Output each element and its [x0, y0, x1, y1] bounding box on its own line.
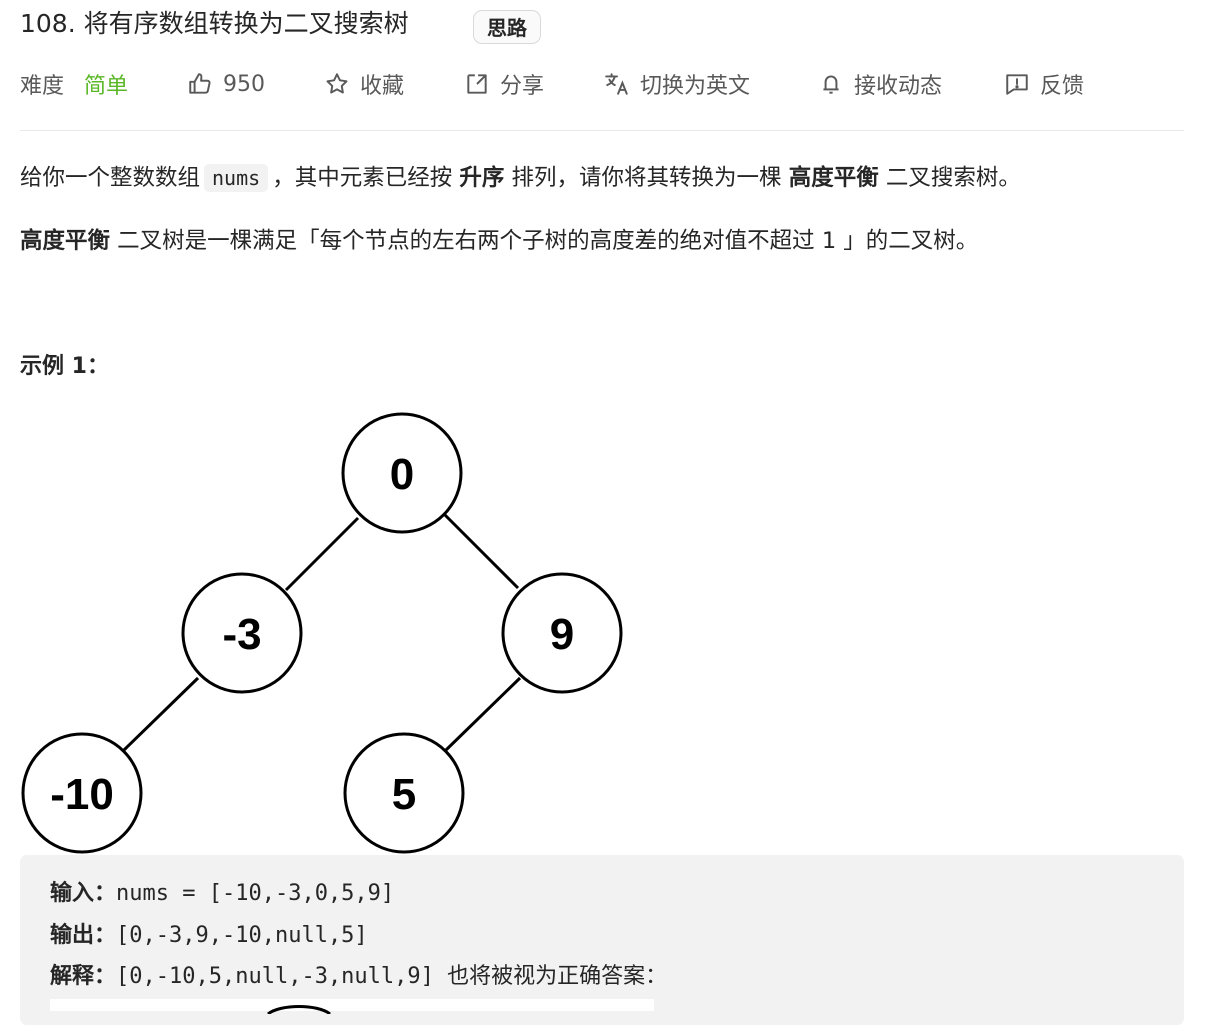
favorite-button[interactable]: 收藏: [324, 66, 404, 102]
difficulty-value: 简单: [84, 74, 129, 99]
inline-code-nums: nums: [204, 164, 269, 192]
share-icon: [464, 71, 490, 97]
input-label: 输入：: [50, 881, 117, 906]
problem-title: 108. 将有序数组转换为二叉搜索树: [20, 9, 409, 38]
like-button[interactable]: 950: [187, 66, 265, 102]
bold-text: 高度平衡: [788, 165, 879, 191]
example-input-line: 输入：nums = [-10,-3,0,5,9]: [50, 879, 394, 909]
thumb-up-icon: [187, 71, 213, 97]
subscribe-button[interactable]: 接收动态: [818, 66, 942, 102]
example-output-line: 输出：[0,-3,9,-10,null,5]: [50, 921, 368, 951]
hint-badge[interactable]: 思路: [473, 10, 541, 44]
text: ，其中元素已经按: [272, 165, 453, 191]
share-label: 分享: [500, 74, 545, 99]
tree-node-partial: [267, 1005, 331, 1016]
bell-icon: [818, 71, 844, 97]
text: 二叉搜索树。: [885, 165, 1021, 191]
subscribe-label: 接收动态: [854, 74, 943, 99]
share-button[interactable]: 分享: [464, 66, 544, 102]
tree-node-left: [181, 572, 303, 694]
favorite-label: 收藏: [360, 74, 405, 99]
feedback-label: 反馈: [1040, 74, 1085, 99]
output-label: 输出：: [50, 923, 117, 948]
explanation-text: 也将被视为正确答案：: [447, 964, 668, 989]
difficulty-label: 难度: [20, 74, 65, 99]
tree-edge: [444, 676, 522, 752]
output-value: [0,-3,9,-10,null,5]: [116, 923, 368, 948]
tree-node-left-left: [21, 732, 143, 854]
like-count: 950: [223, 71, 265, 97]
tree-node-right-left: [343, 732, 465, 854]
switch-language-label: 切换为英文: [640, 74, 751, 99]
tree-node-root: [341, 412, 463, 534]
translate-icon: [604, 71, 630, 97]
tree-node-label: 5: [392, 770, 416, 819]
tree-node-label: -10: [50, 770, 114, 819]
explanation-value: [0,-10,5,null,-3,null,9]: [116, 964, 434, 989]
text: 排列，请你将其转换为一棵: [511, 165, 782, 191]
header-divider: [20, 130, 1184, 131]
feedback-button[interactable]: 反馈: [1004, 66, 1084, 102]
example-explanation-line: 解释：[0,-10,5,null,-3,null,9] 也将被视为正确答案：: [50, 962, 667, 992]
description-paragraph-2: 高度平衡 二叉树是一棵满足「每个节点的左右两个子树的高度差的绝对值不超过 1 」…: [20, 223, 978, 259]
tree-edge: [443, 513, 520, 590]
input-value: nums = [-10,-3,0,5,9]: [116, 881, 395, 906]
example-title: 示例 1：: [20, 354, 109, 379]
text: 二叉树是一棵满足「每个节点的左右两个子树的高度差的绝对值不超过 1 」的二叉树。: [117, 228, 979, 254]
bold-text: 高度平衡: [20, 228, 111, 254]
example-image-partial: [50, 999, 654, 1016]
tree-diagram: 0 -3 9 -10 5: [21, 412, 623, 854]
tree-node-label: 0: [390, 450, 414, 499]
tree-node-right: [501, 572, 623, 694]
tree-edge: [284, 516, 360, 592]
example-code-block: [20, 855, 1184, 1025]
tree-node-label: 9: [550, 610, 574, 659]
bold-text: 升序: [459, 165, 505, 191]
tree-node-label: -3: [222, 610, 261, 659]
feedback-icon: [1004, 71, 1030, 97]
explanation-label: 解释：: [50, 964, 117, 989]
text: 给你一个整数数组: [20, 165, 201, 191]
difficulty: 难度 简单: [20, 66, 128, 102]
star-icon: [324, 71, 350, 97]
switch-language-button[interactable]: 切换为英文: [604, 66, 750, 102]
tree-edge: [122, 676, 200, 752]
